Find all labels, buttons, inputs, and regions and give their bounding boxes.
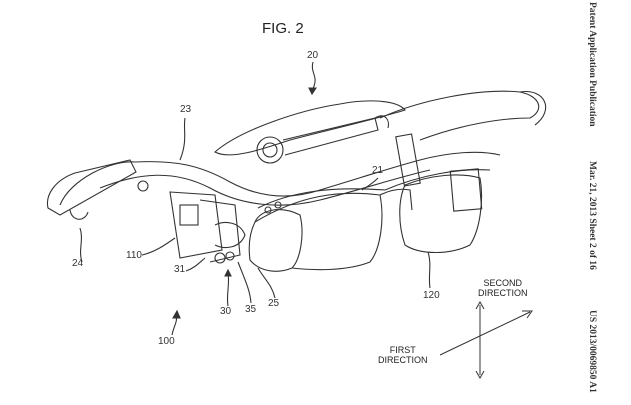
ref-25: 25 (268, 298, 280, 309)
first-direction-line1: FIRST (389, 345, 416, 355)
leader-110 (141, 237, 176, 256)
leader-30 (226, 271, 230, 307)
leader-120 (427, 251, 431, 289)
earphone (256, 136, 284, 164)
leader-24 (79, 227, 83, 263)
leader-25 (257, 267, 276, 299)
ref-100: 100 (158, 336, 175, 347)
ref-20: 20 (307, 50, 319, 61)
first-direction-label: FIRST DIRECTION (378, 345, 428, 365)
leader-35 (237, 261, 252, 304)
ear-piece (46, 159, 137, 216)
ref-30: 30 (220, 306, 232, 317)
patent-header: Patent Application Publication Mar. 21, … (583, 2, 597, 402)
second-direction-line1: SECOND (483, 278, 522, 288)
publication-number: US 2013/0069850 A1 (587, 310, 597, 394)
far-lens (399, 174, 483, 253)
far-temple (379, 90, 540, 141)
direction-arrows (439, 300, 533, 380)
leader-21 (361, 177, 379, 191)
second-direction-label: SECOND DIRECTION (478, 278, 528, 298)
date-sheet: Mar. 21, 2013 Sheet 2 of 16 (587, 160, 597, 270)
ref-21: 21 (372, 165, 384, 176)
first-direction-line2: DIRECTION (378, 355, 428, 365)
second-direction-line2: DIRECTION (478, 288, 528, 298)
publication-label: Patent Application Publication (587, 2, 597, 127)
figure-title: FIG. 2 (262, 20, 304, 37)
leader-23 (179, 117, 186, 161)
near-temple (59, 151, 501, 206)
ref-31: 31 (174, 264, 186, 275)
near-lens (248, 209, 303, 272)
ref-110: 110 (126, 250, 142, 261)
camera-module (169, 191, 223, 259)
ref-120: 120 (423, 290, 440, 301)
earphone-cable (214, 100, 406, 156)
bridge (379, 188, 413, 211)
ref-35: 35 (245, 304, 257, 315)
ref-23: 23 (180, 104, 192, 115)
leader-31 (185, 257, 206, 272)
ref-24: 24 (72, 258, 84, 269)
leader-20 (311, 61, 316, 93)
